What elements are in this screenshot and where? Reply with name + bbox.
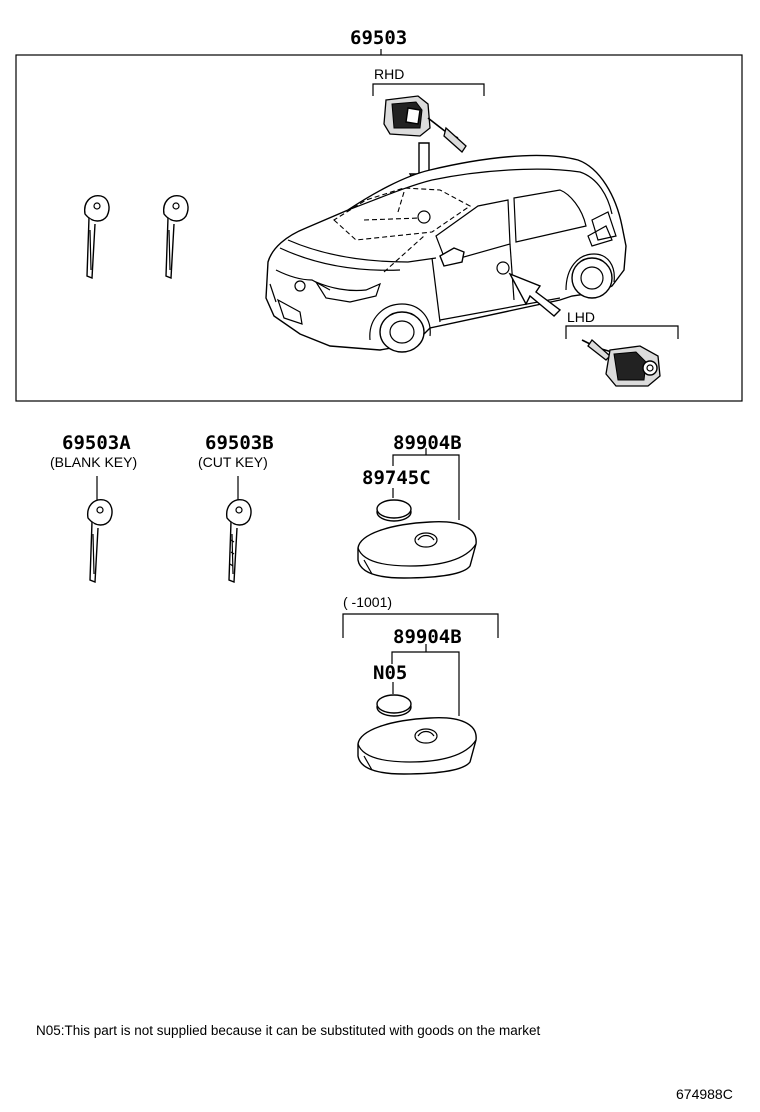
part-number-89745c[interactable]: 89745C <box>362 467 431 489</box>
rhd-label: RHD <box>374 66 405 82</box>
part-number-89904b-1[interactable]: 89904B <box>393 432 462 454</box>
serial-range-label: ( -1001) <box>343 594 393 610</box>
part-number-69503b[interactable]: 69503B <box>205 432 274 454</box>
key-icon <box>87 499 113 584</box>
assembly-frame <box>15 54 743 402</box>
key-fob-icon <box>357 521 477 579</box>
part-number-n05[interactable]: N05 <box>373 662 408 684</box>
lhd-label: LHD <box>567 309 596 325</box>
ignition-switch-icon <box>383 95 467 153</box>
key-icon <box>226 499 252 584</box>
arrow-lhd <box>508 272 562 317</box>
rhd-bracket <box>372 83 485 96</box>
key-icon <box>163 195 189 280</box>
footnote: N05:This part is not supplied because it… <box>36 1023 541 1038</box>
key-icon <box>84 195 110 280</box>
lhd-bracket <box>565 325 679 339</box>
key-fob-icon <box>357 717 477 775</box>
cut-key-label: (CUT KEY) <box>198 454 268 470</box>
blank-key-label: (BLANK KEY) <box>50 454 138 470</box>
part-number-89904b-2[interactable]: 89904B <box>393 626 462 648</box>
diagram-id: 674988C <box>676 1086 733 1102</box>
range-bracket <box>342 613 499 638</box>
part-number-69503a[interactable]: 69503A <box>62 432 131 454</box>
ignition-switch-icon <box>581 339 661 387</box>
part-number-69503[interactable]: 69503 <box>350 27 408 49</box>
